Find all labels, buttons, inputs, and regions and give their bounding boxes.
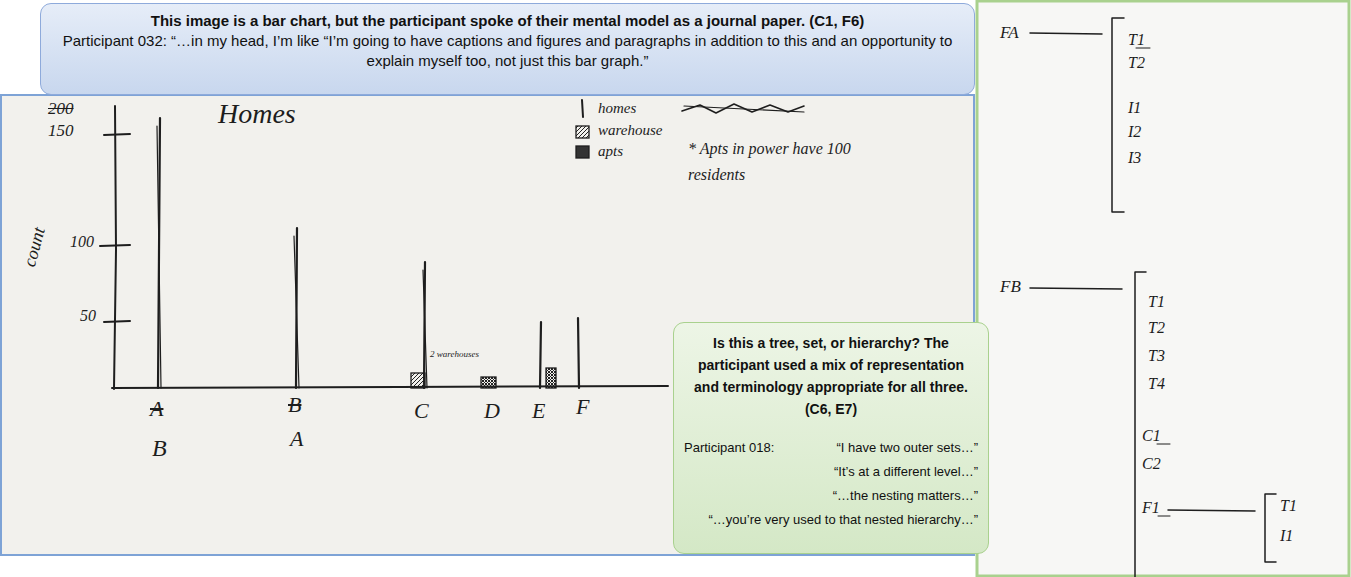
handwritten-label: 200 [48, 100, 74, 117]
participant-quote: “…the nesting matters…” [684, 484, 978, 508]
handwritten-label: B [152, 436, 167, 460]
bar-line [540, 322, 541, 388]
handwritten-label: 100 [70, 234, 94, 250]
callout-heading: This image is a bar chart, but the parti… [55, 11, 960, 31]
tick [104, 134, 130, 135]
handwritten-label: F1 [1142, 500, 1160, 516]
handwritten-label: T1 [1128, 32, 1145, 48]
participant-quote: “I have two outer sets…” [684, 436, 978, 460]
handwritten-label: I1 [1280, 528, 1293, 544]
participant-quote: “It’s at a different level…” [684, 460, 978, 484]
handwritten-label: T4 [1148, 376, 1165, 392]
bracket [1112, 18, 1124, 212]
handwritten-label: Homes [218, 100, 296, 128]
callout-box: This image is a bar chart, but the parti… [40, 3, 975, 95]
handwritten-label: D [484, 400, 500, 422]
bracket [1135, 272, 1146, 577]
warehouse-bar [411, 373, 425, 388]
handwritten-label: A [150, 398, 163, 420]
handwritten-label: 50 [80, 308, 96, 324]
quote-row: Participant 018:“I have two outer sets…”… [684, 436, 978, 532]
tree-photo [977, 1, 1349, 576]
handwritten-label: T2 [1148, 320, 1165, 336]
tick [100, 245, 130, 246]
handwritten-label: T2 [1128, 55, 1145, 71]
callout-box: Is this a tree, set, or hierarchy? The p… [673, 322, 989, 554]
bar-line [578, 318, 579, 388]
x-axis [112, 386, 668, 388]
crossed-out-scribble [682, 104, 804, 113]
apartment-bar [546, 368, 556, 388]
handwritten-label: I1 [1128, 100, 1141, 116]
handwritten-label: E [532, 400, 545, 422]
crossed-out-scribble [684, 106, 804, 112]
leader-line [1030, 33, 1102, 34]
callout-heading: Is this a tree, set, or hierarchy? The p… [684, 332, 978, 420]
handwritten-label: T1 [1148, 294, 1165, 310]
handwritten-label: B [288, 394, 301, 416]
handwritten-label: 150 [48, 122, 74, 139]
underline [1158, 516, 1170, 517]
handwritten-label: A [290, 428, 303, 450]
handwritten-label: C2 [1142, 456, 1161, 472]
handwritten-label: FB [1000, 278, 1021, 295]
handwritten-label: C [414, 400, 429, 422]
tick [104, 321, 130, 322]
legend-hatched-sample [576, 126, 589, 138]
bar-line [157, 126, 161, 388]
participant-quote: Participant 032: “…in my head, I’m like … [55, 31, 960, 71]
leader-line [1030, 288, 1122, 289]
y-axis [114, 106, 116, 389]
apartment-bar [481, 377, 496, 388]
handwritten-label: C1 [1142, 428, 1161, 444]
legend-text: apts [598, 144, 623, 159]
bar-line [294, 236, 299, 388]
handwritten-label: I3 [1128, 150, 1141, 166]
handwritten-label: 2 warehouses [430, 350, 479, 359]
bar-line [158, 118, 160, 388]
legend-text: homes [598, 101, 636, 116]
handwritten-label: T1 [1280, 498, 1297, 514]
handwritten-label: I2 [1128, 124, 1141, 140]
handwritten-label: FA [1000, 24, 1019, 41]
bracket [1265, 494, 1276, 562]
bar-line [423, 270, 427, 388]
participant-id: Participant 018: [684, 436, 774, 460]
handwritten-label: F [576, 396, 589, 418]
handwritten-label: T3 [1148, 348, 1165, 364]
legend-line-sample [582, 100, 583, 117]
handwritten-label: * Apts in power have 100 residents [688, 136, 878, 188]
legend-text: warehouse [598, 123, 662, 138]
legend-filled-sample [576, 146, 589, 158]
leader-line [1168, 510, 1255, 511]
participant-quote: “…you’re very used to that nested hierar… [684, 508, 978, 532]
